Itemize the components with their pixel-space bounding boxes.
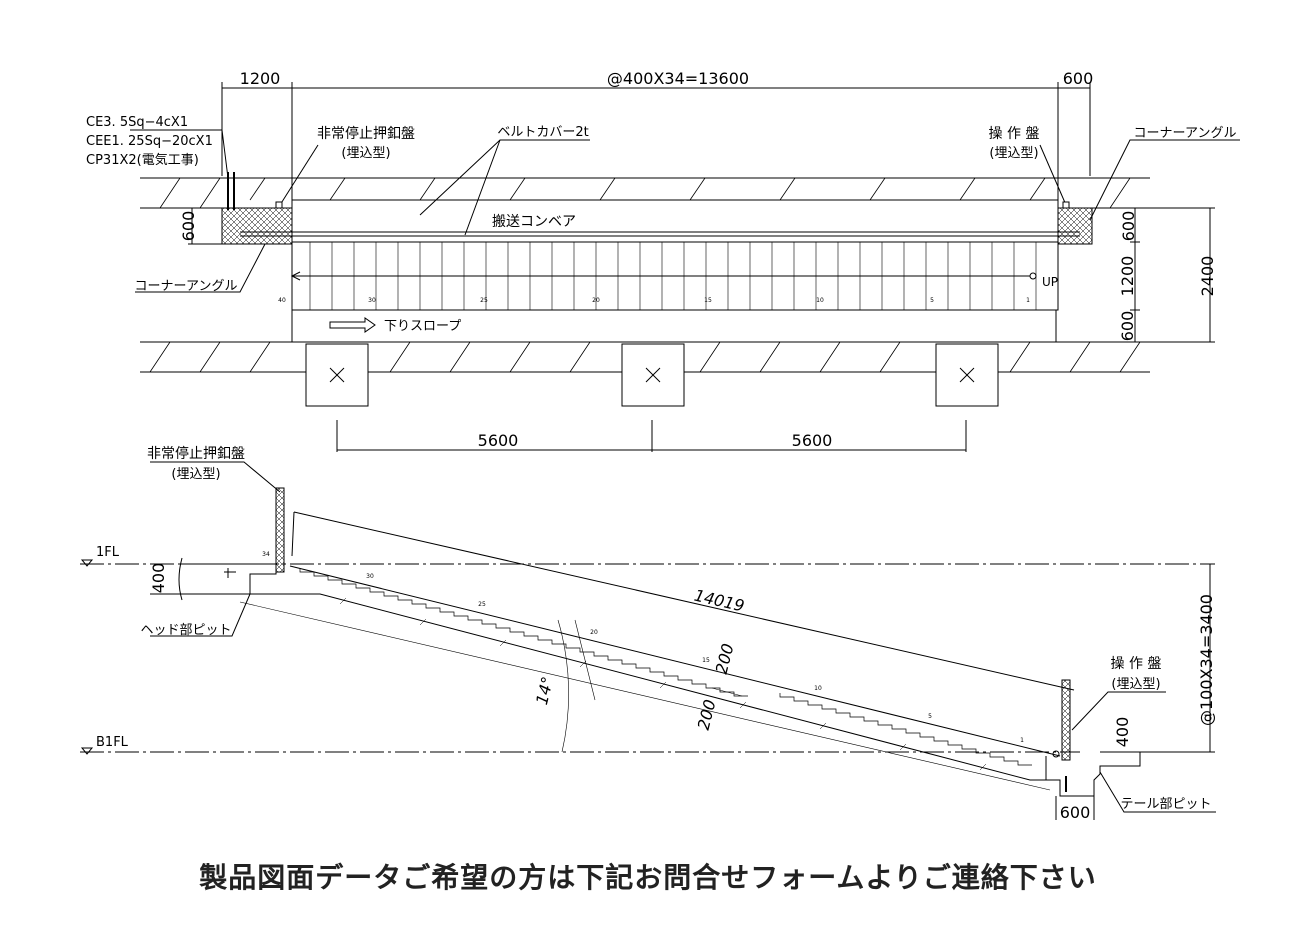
plan-emergency-sub: (埋込型) bbox=[341, 146, 390, 161]
tail-pit-box bbox=[1057, 207, 1093, 245]
section-emergency-sub: (埋込型) bbox=[171, 467, 220, 482]
plan-step-10: 10 bbox=[816, 297, 824, 304]
slope-label: 下りスロープ bbox=[384, 319, 461, 334]
dim-height: @100X34=3400 bbox=[1197, 594, 1216, 726]
dim-v-1200: 1200 bbox=[1118, 256, 1137, 297]
level-1fl-marker bbox=[80, 559, 94, 567]
sec-step-25: 25 bbox=[478, 601, 486, 608]
level-b1fl-label: B1FL bbox=[96, 735, 129, 750]
dim-v-600-b: 600 bbox=[1118, 311, 1137, 342]
dim-v-600-left: 600 bbox=[179, 211, 198, 242]
sec-step-15: 15 bbox=[702, 657, 710, 664]
plan-step-1: 1 bbox=[1026, 297, 1030, 304]
sec-step-1: 1 bbox=[1020, 737, 1024, 744]
plan-view bbox=[130, 82, 1240, 452]
up-start-circle bbox=[1029, 272, 1037, 280]
tail-pit-label: テール部ピット bbox=[1120, 797, 1211, 812]
dim-200-b: 200 bbox=[694, 698, 720, 732]
head-pit-box bbox=[221, 207, 293, 245]
level-b1fl-marker bbox=[80, 747, 94, 755]
dim-v-600-a: 600 bbox=[1119, 211, 1138, 242]
bottom-wall-hatch bbox=[149, 341, 1141, 373]
section-emergency-panel bbox=[275, 487, 285, 573]
slope-arrow-icon bbox=[329, 317, 376, 333]
dim-400-left: 400 bbox=[149, 563, 168, 594]
up-arrow-head bbox=[290, 271, 301, 281]
head-pit-label: ヘッド部ピット bbox=[140, 623, 231, 638]
dim-200-a: 200 bbox=[712, 642, 738, 676]
plan-step-20: 20 bbox=[592, 297, 600, 304]
plan-step-40: 40 bbox=[278, 297, 286, 304]
plan-emergency-label: 非常停止押釦盤 bbox=[317, 125, 415, 142]
pillar-span-1: 5600 bbox=[478, 431, 519, 450]
section-control-sub: (埋込型) bbox=[1111, 677, 1160, 692]
top-wall-hatch bbox=[159, 177, 1131, 209]
dim-right-label: 600 bbox=[1063, 69, 1094, 88]
dim-top-label: @400X34=13600 bbox=[607, 69, 749, 88]
step-lines bbox=[309, 242, 1037, 310]
length-label: 14019 bbox=[692, 586, 746, 616]
cable-spec-2: CEE1. 25Sq−20cX1 bbox=[86, 134, 213, 149]
up-label: UP bbox=[1042, 275, 1058, 289]
sec-step-30: 30 bbox=[366, 573, 374, 580]
plan-step-5: 5 bbox=[930, 297, 934, 304]
section-view bbox=[80, 461, 1216, 820]
sec-step-34: 34 bbox=[262, 551, 270, 558]
sec-step-10: 10 bbox=[814, 685, 822, 692]
angle-label: 14° bbox=[532, 675, 557, 707]
slab-hatch bbox=[339, 597, 987, 771]
plan-step-15: 15 bbox=[704, 297, 712, 304]
level-1fl-label: 1FL bbox=[96, 545, 120, 560]
sec-step-5: 5 bbox=[928, 713, 932, 720]
pillar-span-2: 5600 bbox=[792, 431, 833, 450]
plan-control-sub: (埋込型) bbox=[989, 146, 1038, 161]
conveyor-label: 搬送コンベア bbox=[492, 214, 576, 230]
dim-400-right: 400 bbox=[1113, 717, 1132, 748]
section-control-panel bbox=[1061, 679, 1071, 761]
belt-cover-label: ベルトカバー2t bbox=[497, 125, 588, 140]
section-emergency-label: 非常停止押釦盤 bbox=[147, 445, 245, 462]
sec-step-20: 20 bbox=[590, 629, 598, 636]
plan-control-label: 操 作 盤 bbox=[989, 126, 1040, 142]
stair-steps bbox=[299, 568, 1032, 766]
corner-angle-left-label: コーナーアングル bbox=[135, 279, 238, 294]
dim-v-2400: 2400 bbox=[1198, 256, 1217, 297]
plan-step-30: 30 bbox=[368, 297, 376, 304]
cable-spec-3: CP31X2(電気工事) bbox=[86, 152, 199, 168]
cable-spec-1: CE3. 5Sq−4cX1 bbox=[86, 115, 188, 130]
corner-angle-right-label: コーナーアングル bbox=[1134, 126, 1237, 141]
pillars bbox=[305, 343, 999, 407]
dim-left-label: 1200 bbox=[240, 69, 281, 88]
dim-600-bottom: 600 bbox=[1060, 803, 1091, 822]
caption-text: 製品図面データご希望の方は下記お問合せフォームよりご連絡下さい bbox=[199, 861, 1097, 894]
section-control-label: 操 作 盤 bbox=[1111, 656, 1162, 672]
plan-step-25: 25 bbox=[480, 297, 488, 304]
